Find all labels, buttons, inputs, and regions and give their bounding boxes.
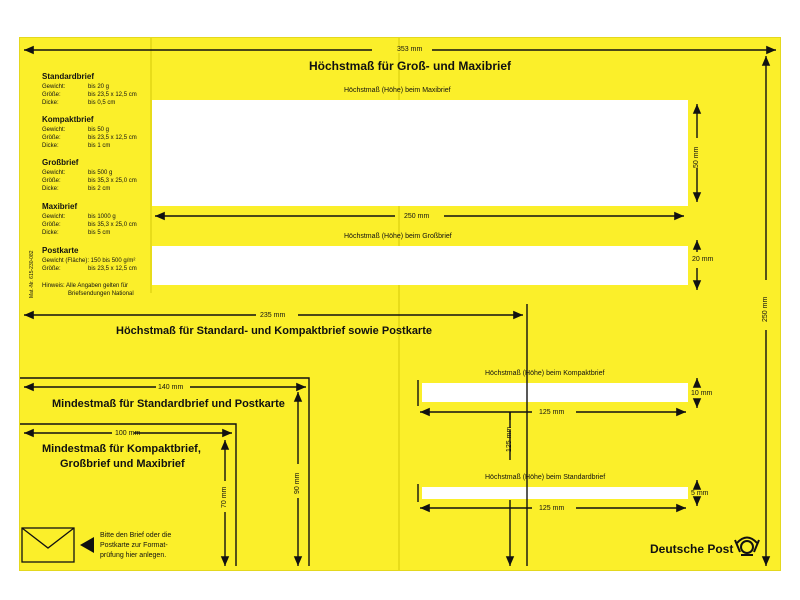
- placement-hint: Bitte den Brief oder die: [100, 532, 172, 539]
- total-height-label: 250 mm: [762, 296, 769, 322]
- placement-hint: Postkarte zur Format-: [100, 542, 168, 549]
- info-value: bis 35,3 x 25,0 cm: [88, 222, 137, 228]
- kompakt-width-label: 125 mm: [539, 409, 565, 416]
- standard-height-label: 5 mm: [691, 490, 709, 497]
- width-353-label: 353 mm: [394, 46, 426, 53]
- info-label: Dicke:: [42, 186, 59, 192]
- maxibrief-slot: [152, 100, 688, 206]
- standardbrief-slot: [422, 487, 688, 499]
- info-value: bis 0,5 cm: [88, 100, 116, 106]
- pointer-arrow-icon: [80, 537, 94, 553]
- info-value: bis 23,5 x 12,5 cm: [88, 266, 137, 272]
- kompakt-height-label: 10 mm: [691, 390, 713, 397]
- info-value: bis 1000 g: [88, 214, 116, 220]
- info-value: bis 35,3 x 25,0 cm: [88, 178, 137, 184]
- info-label: Gewicht:: [42, 214, 66, 220]
- info-value: bis 2 cm: [88, 186, 111, 192]
- standardbrief-heading: Standardbrief: [42, 72, 95, 81]
- info-value: bis 500 g: [88, 170, 113, 176]
- gross-height-label: 20 mm: [692, 256, 714, 263]
- info-label: Größe:: [42, 135, 61, 141]
- info-label: Größe:: [42, 266, 61, 272]
- height-90-label: 90 mm: [294, 472, 301, 494]
- hinweis-text: Briefsendungen National: [68, 291, 134, 297]
- info-label: Gewicht:: [42, 127, 66, 133]
- maxibrief-heading: Maxibrief: [42, 202, 78, 211]
- info-label: Größe:: [42, 222, 61, 228]
- info-label: Größe:: [42, 178, 61, 184]
- info-label: Dicke:: [42, 100, 59, 106]
- width-140-label: 140 mm: [158, 384, 184, 391]
- material-number: Mat.-Nr. 615-230-082: [29, 250, 35, 298]
- width-235-label: 235 mm: [260, 312, 286, 319]
- info-label: Gewicht (Fläche): 150 bis 500 g/m²: [42, 258, 136, 264]
- standard-kompakt-title: Höchstmaß für Standard- und Kompaktbrief…: [116, 325, 432, 337]
- info-value: bis 1 cm: [88, 143, 111, 149]
- width-100-label: 100 mm: [115, 430, 141, 437]
- standard-width-label: 125 mm: [539, 505, 565, 512]
- info-value: bis 50 g: [88, 127, 110, 133]
- info-value: bis 23,5 x 12,5 cm: [88, 135, 137, 141]
- fold-line: [150, 38, 152, 293]
- grossbrief-slot: [152, 246, 688, 285]
- maxi-height-label: 50 mm: [693, 146, 700, 168]
- min-kompakt-title-1: Mindestmaß für Kompaktbrief,: [42, 443, 201, 455]
- post-horn-icon: [734, 536, 760, 556]
- min-kompakt-title-2: Großbrief und Maxibrief: [60, 458, 185, 470]
- standard-caption: Höchstmaß (Höhe) beim Standardbrief: [485, 474, 606, 481]
- fold-line: [398, 38, 400, 570]
- height-70-label: 70 mm: [221, 486, 228, 508]
- width-250-label: 250 mm: [404, 213, 430, 220]
- maxi-gross-title: Höchstmaß für Groß- und Maxibrief: [309, 59, 512, 73]
- info-value: bis 5 cm: [88, 230, 111, 236]
- kompaktbrief-slot: [422, 383, 688, 402]
- info-label: Gewicht:: [42, 84, 66, 90]
- deutsche-post-brand: Deutsche Post: [650, 542, 734, 556]
- maxi-caption: Höchstmaß (Höhe) beim Maxibrief: [344, 87, 451, 94]
- min-standard-title: Mindestmaß für Standardbrief und Postkar…: [52, 398, 285, 410]
- hinweis-text: Hinweis: Alle Angaben gelten für: [42, 283, 129, 289]
- vertical-125-label: 125 mm: [506, 426, 513, 452]
- info-label: Dicke:: [42, 230, 59, 236]
- info-label: Gewicht:: [42, 170, 66, 176]
- placement-hint: prüfung hier anlegen.: [100, 552, 167, 559]
- kompaktbrief-heading: Kompaktbrief: [42, 115, 94, 124]
- gross-caption: Höchstmaß (Höhe) beim Großbrief: [344, 233, 452, 240]
- info-value: bis 23,5 x 12,5 cm: [88, 92, 137, 98]
- postkarte-heading: Postkarte: [42, 246, 79, 255]
- info-value: bis 20 g: [88, 84, 110, 90]
- info-label: Größe:: [42, 92, 61, 98]
- grossbrief-heading: Großbrief: [42, 158, 79, 167]
- envelope-icon: [21, 527, 75, 563]
- info-label: Dicke:: [42, 143, 59, 149]
- kompakt-caption: Höchstmaß (Höhe) beim Kompaktbrief: [485, 370, 605, 377]
